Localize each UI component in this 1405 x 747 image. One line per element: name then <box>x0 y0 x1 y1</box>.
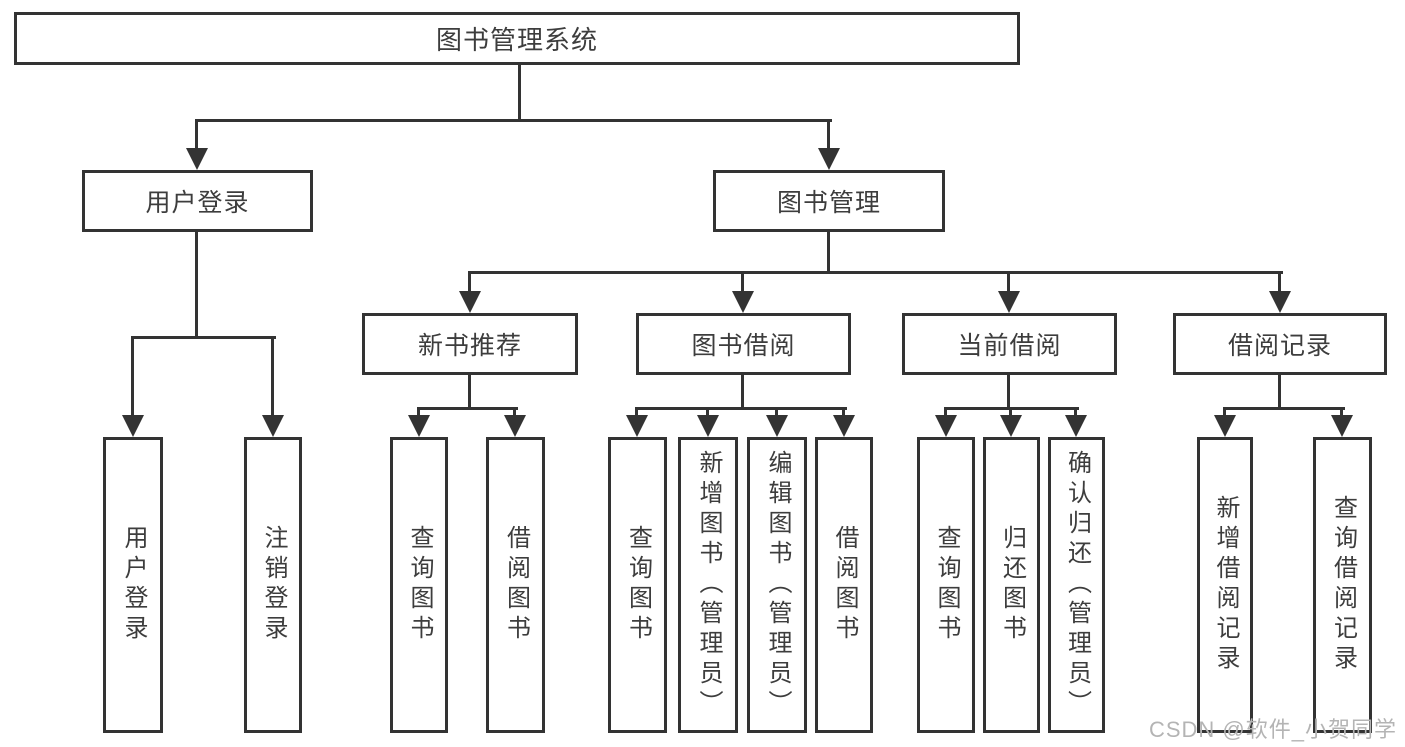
connector-line <box>741 375 744 410</box>
connector-line <box>827 119 830 152</box>
arrow-down-icon <box>626 415 648 437</box>
csdn-watermark: CSDN @软件_小贺同学 <box>1148 717 1397 742</box>
connector-line <box>271 336 274 420</box>
leaf-logout: 注销登录 <box>244 437 302 733</box>
arrow-down-icon <box>1214 415 1236 437</box>
arrow-down-icon <box>186 148 208 170</box>
node-label: 图书管理 <box>776 189 881 217</box>
arrow-down-icon <box>408 415 430 437</box>
leaf-label: 归还图书 <box>998 525 1026 645</box>
leaf-label: 查询图书 <box>933 525 960 645</box>
connector-line <box>195 232 198 339</box>
arrow-down-icon <box>766 415 788 437</box>
connector-line <box>195 119 832 122</box>
connector-line <box>1278 375 1281 410</box>
leaf-label: 确认归还（管理员） <box>1063 450 1091 720</box>
leaf-query-borrow-record: 查询借阅记录 <box>1313 437 1372 733</box>
leaf-borrow-books: 借阅图书 <box>815 437 873 733</box>
node-borrow-records: 借阅记录 <box>1173 313 1387 375</box>
arrow-down-icon <box>697 415 719 437</box>
connector-line <box>513 407 516 419</box>
leaf-borrow-books-recommend: 借阅图书 <box>486 437 545 733</box>
connector-line <box>842 407 845 419</box>
arrow-down-icon <box>833 415 855 437</box>
leaf-query-books-current: 查询图书 <box>917 437 975 733</box>
leaf-label: 用户登录 <box>120 525 147 645</box>
leaf-label: 新增图书（管理员） <box>695 450 722 720</box>
arrow-down-icon <box>1269 291 1291 313</box>
leaf-confirm-return-admin: 确认归还（管理员） <box>1048 437 1105 733</box>
leaf-add-books-admin: 新增图书（管理员） <box>678 437 738 733</box>
arrow-down-icon <box>935 415 957 437</box>
node-label: 当前借阅 <box>957 332 1062 360</box>
connector-line <box>1009 407 1012 419</box>
node-label: 新书推荐 <box>417 332 522 360</box>
arrow-down-icon <box>504 415 526 437</box>
leaf-edit-books-admin: 编辑图书（管理员） <box>747 437 807 733</box>
node-label: 图书借阅 <box>691 332 796 360</box>
arrow-down-icon <box>732 291 754 313</box>
connector-line <box>1340 407 1343 419</box>
leaf-label: 新增借阅记录 <box>1212 495 1239 675</box>
connector-line <box>468 375 471 410</box>
node-library-management-system: 图书管理系统 <box>14 12 1020 65</box>
arrow-down-icon <box>1331 415 1353 437</box>
node-label: 借阅记录 <box>1227 332 1332 360</box>
node-current-borrowing: 当前借阅 <box>902 313 1117 375</box>
connector-line <box>1007 271 1010 295</box>
node-book-management: 图书管理 <box>713 170 945 232</box>
connector-line <box>1223 407 1345 410</box>
node-label: 图书管理系统 <box>435 25 598 55</box>
node-user-login: 用户登录 <box>82 170 313 232</box>
arrow-down-icon <box>262 415 284 437</box>
leaf-query-books-recommend: 查询图书 <box>390 437 448 733</box>
connector-line <box>417 407 420 419</box>
node-label: 用户登录 <box>145 189 250 217</box>
connector-line <box>131 336 134 420</box>
leaf-label: 查询图书 <box>624 525 652 645</box>
arrow-down-icon <box>818 148 840 170</box>
connector-line <box>1223 407 1226 419</box>
connector-line <box>468 271 1283 274</box>
leaf-add-borrow-record: 新增借阅记录 <box>1197 437 1253 733</box>
connector-line <box>1007 375 1010 410</box>
leaf-query-books-borrowing: 查询图书 <box>608 437 667 733</box>
connector-line <box>1278 271 1281 295</box>
leaf-label: 借阅图书 <box>831 525 858 645</box>
connector-line <box>468 271 471 295</box>
node-book-borrowing: 图书借阅 <box>636 313 851 375</box>
connector-line <box>775 407 778 419</box>
connector-line <box>131 336 276 339</box>
node-new-book-recommend: 新书推荐 <box>362 313 578 375</box>
leaf-label: 查询借阅记录 <box>1329 495 1357 675</box>
leaf-user-login: 用户登录 <box>103 437 163 733</box>
leaf-label: 编辑图书（管理员） <box>764 450 791 720</box>
connector-line <box>635 407 638 419</box>
arrow-down-icon <box>998 291 1020 313</box>
connector-line <box>195 119 198 152</box>
connector-line <box>944 407 947 419</box>
connector-line <box>635 407 847 410</box>
connector-line <box>706 407 709 419</box>
leaf-return-books: 归还图书 <box>983 437 1040 733</box>
connector-line <box>417 407 518 410</box>
arrow-down-icon <box>122 415 144 437</box>
arrow-down-icon <box>459 291 481 313</box>
arrow-down-icon <box>1065 415 1087 437</box>
leaf-label: 注销登录 <box>260 525 287 645</box>
leaf-label: 查询图书 <box>406 525 433 645</box>
connector-line <box>741 271 744 295</box>
connector-line <box>1074 407 1077 419</box>
connector-line <box>827 232 830 274</box>
leaf-label: 借阅图书 <box>502 525 530 645</box>
arrow-down-icon <box>1000 415 1022 437</box>
connector-line <box>518 65 521 119</box>
